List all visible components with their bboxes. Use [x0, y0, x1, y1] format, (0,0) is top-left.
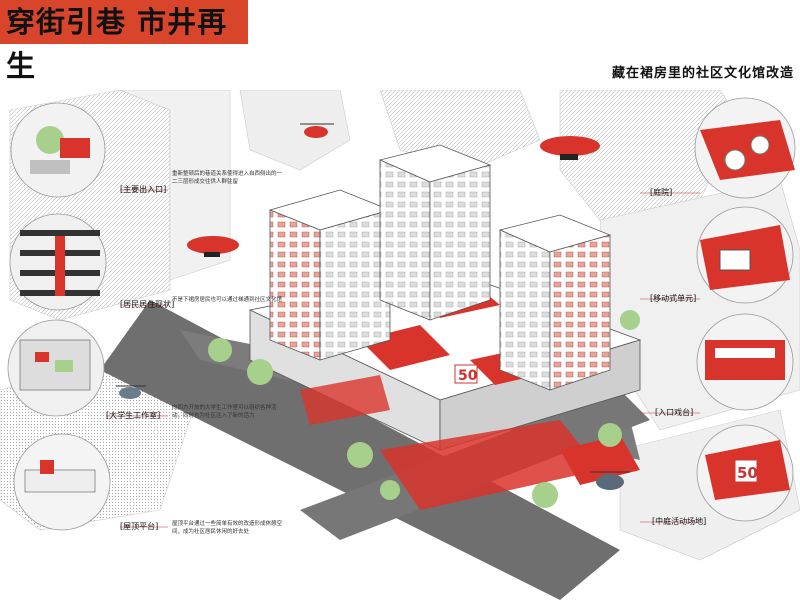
label-student-studio: [大学生工作室] [106, 411, 161, 420]
label-rooftop-platform: [屋顶平台] [120, 522, 159, 531]
tower-center [378, 144, 492, 321]
vignette-movable-unit [696, 206, 794, 304]
svg-text:50: 50 [737, 464, 758, 482]
blimp [187, 136, 600, 257]
tower-right [498, 214, 612, 391]
page-title: 穿街引巷 市井再生 [6, 5, 228, 83]
label-movable-unit: [移动式单元] [650, 294, 697, 303]
axonometric-svg: 50 [0, 89, 800, 600]
note-rooftop: 屋顶平台通过一些简单有效的改造形成休憩空间，成为社区居民休闲的好去处 [172, 521, 283, 535]
note-student: 向四方开放的大学生工作室可以组织各种活动，同时也为社区注入了新的活力 [172, 405, 277, 419]
trees [208, 310, 640, 508]
tower-left [268, 189, 392, 361]
leader-lines [106, 189, 700, 528]
vignette-student-studio [7, 319, 105, 417]
note-entrance: 重新整顿后的巷道关系使得进入自西侧出的一二三层形成交往供人群驻留 [172, 171, 283, 185]
vignette-courtyard [694, 97, 796, 199]
vignette-residential [9, 213, 107, 311]
vignette-entrance-stage [696, 313, 794, 411]
label-residential-status: [居民居住现状] [120, 300, 175, 309]
helicopter [116, 123, 630, 490]
vignette-central-activity: 50 [696, 424, 794, 522]
label-courtyard: [庭院] [650, 188, 673, 197]
title-banner: 穿街引巷 市井再生 [0, 0, 248, 83]
label-central-activity: [中庭活动场地] [652, 517, 707, 526]
vignette-entrance [10, 102, 106, 198]
vignette-rooftop [13, 433, 111, 531]
label-main-entrance: [主要出入口] [120, 185, 167, 194]
note-residential: 不是下裙房居民也可以通过梯通到社区文化馆 [172, 297, 283, 303]
page-subtitle: 藏在裙房里的社区文化馆改造 [612, 66, 795, 81]
svg-text:50: 50 [458, 368, 478, 384]
label-entrance-stage: [入口戏台] [655, 408, 694, 417]
axonometric-diagram: 50 [0, 89, 800, 600]
